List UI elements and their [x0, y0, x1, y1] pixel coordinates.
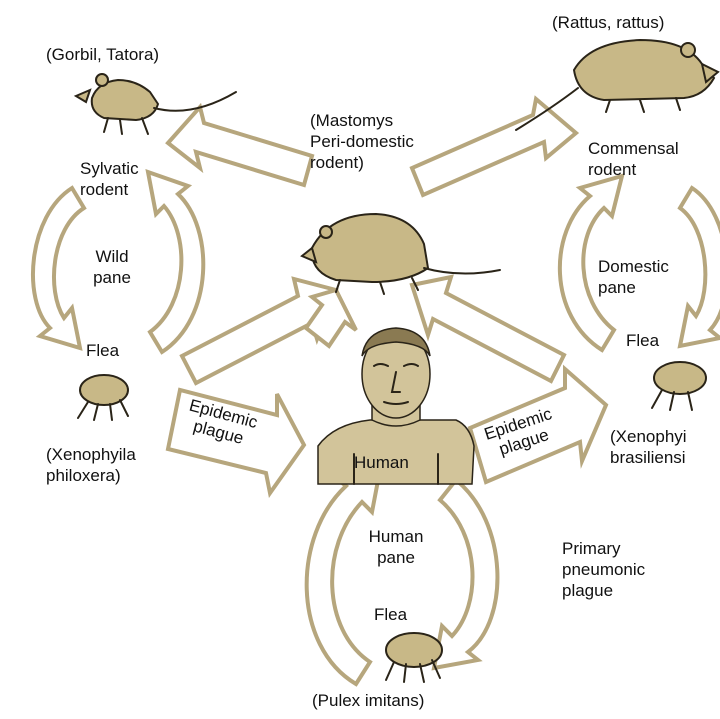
flea-icon-bottom: [386, 633, 442, 682]
xenophyila-brasiliensis-label: (Xenophyi brasiliensi: [610, 426, 687, 468]
domestic-pane-label: Domestic pane: [598, 256, 669, 298]
sylvatic-rodent-label: Sylvatic rodent: [80, 158, 139, 200]
human-label: Human: [354, 452, 409, 473]
mastomys-rat-icon: [302, 214, 500, 294]
mastomys-label: (Mastomys Peri-domestic rodent): [310, 110, 414, 173]
flea-right-label: Flea: [626, 330, 659, 351]
pulex-imitans-label: (Pulex imitans): [312, 690, 424, 711]
arrow-domestic-pane-down: [680, 188, 720, 346]
flea-left-label: Flea: [86, 340, 119, 361]
arrow-human-pane-up: [307, 470, 380, 684]
arrow-right-to-center-rat: [412, 277, 564, 381]
gorbil-label: (Gorbil, Tatora): [46, 44, 159, 65]
xenophyila-philoxera-label: (Xenophyila philoxera): [46, 444, 136, 486]
arrow-to-sylvatic-rodent: [168, 107, 312, 185]
rattus-label: (Rattus, rattus): [552, 12, 664, 33]
primary-pneumonic-plague-label: Primary pneumonic plague: [562, 538, 645, 601]
flea-icon-right: [652, 362, 706, 410]
flea-bottom-label: Flea: [374, 604, 407, 625]
arrow-wild-pane-down: [33, 188, 84, 348]
arrow-wild-pane-up: [148, 172, 203, 352]
human-pane-label: Human pane: [356, 526, 436, 568]
flea-icon-left: [78, 375, 128, 420]
wild-pane-label: Wild pane: [84, 246, 140, 288]
arrow-human-to-center-rat: [306, 290, 356, 346]
arrow-human-pane-down: [434, 480, 497, 668]
arrow-to-commensal-rodent: [412, 99, 576, 195]
commensal-rodent-label: Commensal rodent: [588, 138, 679, 180]
